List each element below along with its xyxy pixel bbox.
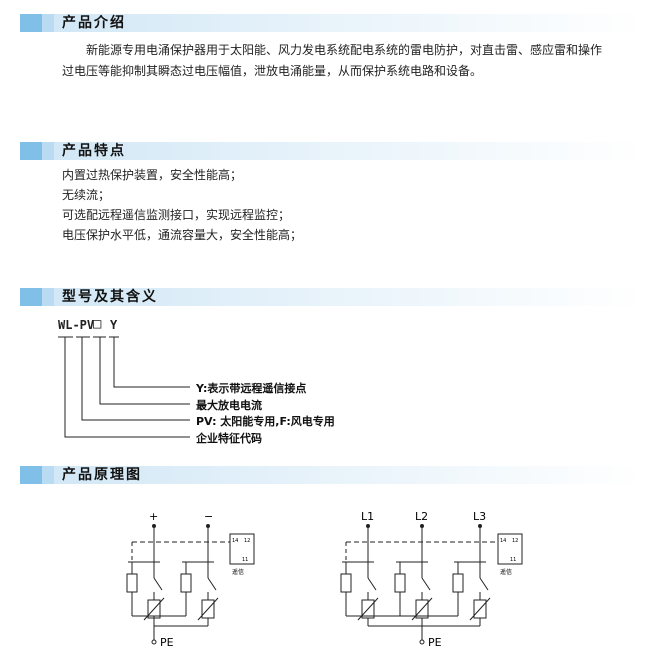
- header-square-icon: [42, 142, 54, 160]
- ac-pe-label: PE: [428, 636, 442, 649]
- dc-plus-label: +: [149, 510, 158, 523]
- model-code-suffix: Y: [110, 318, 118, 332]
- ac-schematic-diagram: L1 L2 L3 PE 14 12 11 遥信: [340, 510, 523, 649]
- model-code-prefix: WL-PV: [58, 318, 95, 332]
- section-header-model: 型号及其含义: [20, 288, 645, 306]
- ac-term-12: 12: [512, 538, 518, 544]
- section-title-principle: 产品原理图: [62, 467, 142, 483]
- intro-paragraph-line2: 过电压等能抑制其瞬态过电压幅值，泄放电涌能量，从而保护系统电路和设备。: [62, 64, 483, 78]
- section-title-model: 型号及其含义: [62, 289, 158, 305]
- ac-remote-label: 遥信: [500, 568, 512, 576]
- header-square-icon: [20, 142, 42, 160]
- ac-l1-label: L1: [361, 510, 374, 523]
- section-header-intro: 产品介绍: [20, 14, 645, 32]
- model-meaning-item: PV: 太阳能专用,F:风电专用: [196, 415, 335, 428]
- dc-term-12: 12: [244, 538, 250, 544]
- ac-l2-label: L2: [415, 510, 428, 523]
- header-square-icon: [20, 466, 42, 484]
- feature-item: 无续流；: [62, 188, 111, 202]
- dc-term-14: 14: [232, 538, 238, 544]
- model-code-box: □: [93, 316, 102, 332]
- section-header-principle: 产品原理图: [20, 466, 645, 484]
- header-square-icon: [20, 14, 42, 32]
- dc-schematic-diagram: + − PE 14 12 11 遥信: [126, 510, 255, 649]
- model-meaning-item: 企业特征代码: [196, 432, 262, 445]
- ac-term-14: 14: [500, 538, 506, 544]
- feature-item: 电压保护水平低，通流容量大，安全性能高；: [62, 228, 303, 242]
- dc-remote-label: 遥信: [232, 568, 244, 576]
- header-square-icon: [42, 466, 54, 484]
- feature-item: 可选配远程遥信监测接口，实现远程监控；: [62, 208, 291, 222]
- dc-minus-label: −: [204, 510, 213, 523]
- section-title-features: 产品特点: [62, 143, 126, 159]
- section-header-features: 产品特点: [20, 142, 645, 160]
- section-title-intro: 产品介绍: [62, 15, 126, 31]
- intro-paragraph-line1: 新能源专用电涌保护器用于太阳能、风力发电系统配电系统的雷电防护，对直击雷、感应雷…: [86, 43, 603, 57]
- header-square-icon: [42, 14, 54, 32]
- ac-term-11: 11: [510, 557, 516, 563]
- header-square-icon: [42, 288, 54, 306]
- model-meaning-item: Y:表示带远程遥信接点: [196, 382, 307, 395]
- header-square-icon: [20, 288, 42, 306]
- ac-l3-label: L3: [473, 510, 486, 523]
- dc-pe-label: PE: [160, 636, 174, 649]
- feature-item: 内置过热保护装置，安全性能高；: [62, 168, 243, 182]
- dc-term-11: 11: [242, 557, 248, 563]
- model-meaning-item: 最大放电电流: [196, 399, 262, 412]
